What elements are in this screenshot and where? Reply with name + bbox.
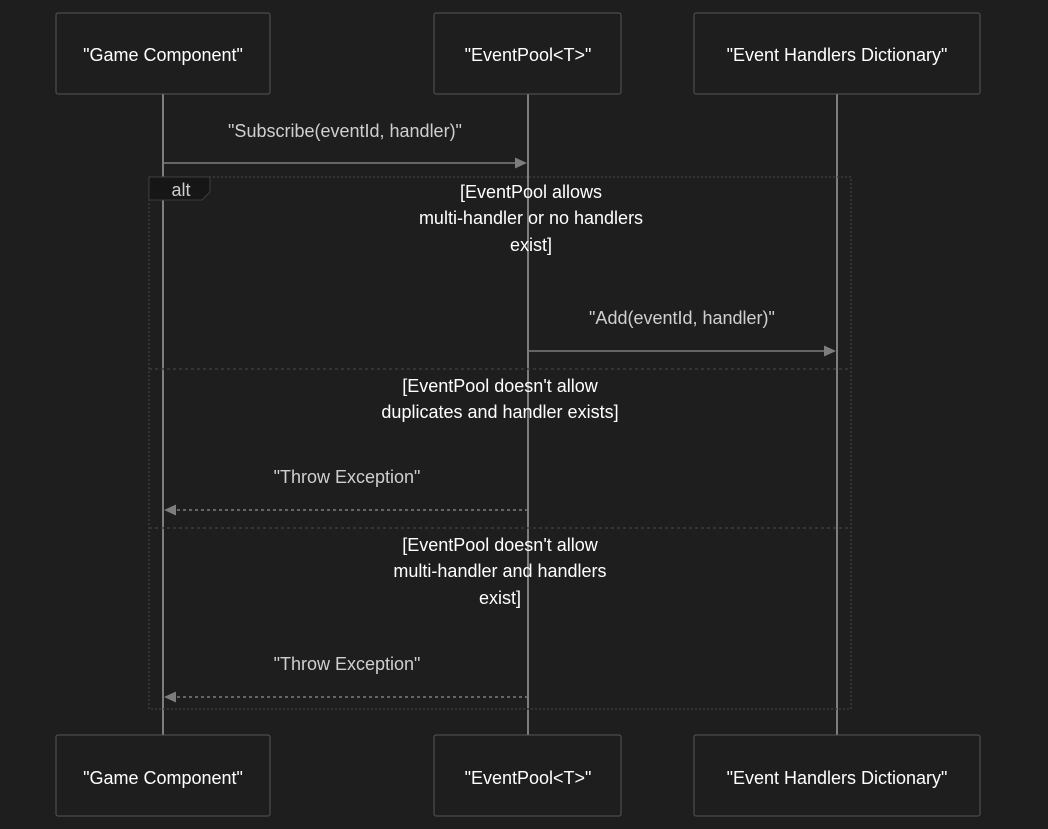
participant-label: "EventPool<T>" (465, 45, 592, 65)
message-subscribe: "Subscribe(eventId, handler)" (163, 121, 527, 169)
message-throw-exception: "Throw Exception" (164, 654, 528, 703)
participant-eventpool-bottom: "EventPool<T>" (433, 734, 622, 817)
participant-label: "EventPool<T>" (465, 768, 592, 788)
alt-frame (148, 176, 852, 710)
participant-box (433, 734, 622, 817)
participant-label: "Event Handlers Dictionary" (727, 45, 948, 65)
participant-event-handlers-dictionary-top: "Event Handlers Dictionary" (693, 12, 981, 95)
alt-label: alt (171, 180, 190, 200)
guard-line: exist] (510, 235, 552, 255)
guard-line: duplicates and handler exists] (381, 402, 618, 422)
participant-label: "Game Component" (83, 768, 243, 788)
alt-guard-3: [EventPool doesn't allow multi-handler a… (393, 535, 606, 608)
participant-game-component-bottom: "Game Component" (55, 734, 271, 817)
participant-label: "Game Component" (83, 45, 243, 65)
participant-box (55, 734, 271, 817)
guard-line: multi-handler and handlers (393, 561, 606, 581)
participant-box (55, 12, 271, 95)
guard-line: exist] (479, 588, 521, 608)
message-throw-exception: "Throw Exception" (164, 467, 528, 516)
guard-line: [EventPool doesn't allow (402, 376, 599, 396)
participant-label: "Event Handlers Dictionary" (727, 768, 948, 788)
message-label: "Throw Exception" (274, 467, 421, 487)
participant-game-component-top: "Game Component" (55, 12, 271, 95)
guard-line: multi-handler or no handlers (419, 208, 643, 228)
message-label: "Throw Exception" (274, 654, 421, 674)
guard-line: [EventPool allows (460, 182, 602, 202)
participant-box (693, 734, 981, 817)
participant-box (693, 12, 981, 95)
message-label: "Add(eventId, handler)" (589, 308, 775, 328)
message-label: "Subscribe(eventId, handler)" (228, 121, 462, 141)
alt-label-box (148, 176, 211, 201)
alt-guard-2: [EventPool doesn't allow duplicates and … (381, 376, 618, 422)
participant-box (433, 12, 622, 95)
guard-line: [EventPool doesn't allow (402, 535, 599, 555)
message-add: "Add(eventId, handler)" (528, 308, 836, 357)
participant-event-handlers-dictionary-bottom: "Event Handlers Dictionary" (693, 734, 981, 817)
participant-eventpool-top: "EventPool<T>" (433, 12, 622, 95)
arrowhead-icon (164, 691, 176, 703)
arrowhead-icon (164, 504, 176, 516)
arrowhead-icon (824, 345, 836, 357)
alt-guard-1: [EventPool allows multi-handler or no ha… (419, 182, 643, 255)
arrowhead-icon (515, 157, 527, 169)
